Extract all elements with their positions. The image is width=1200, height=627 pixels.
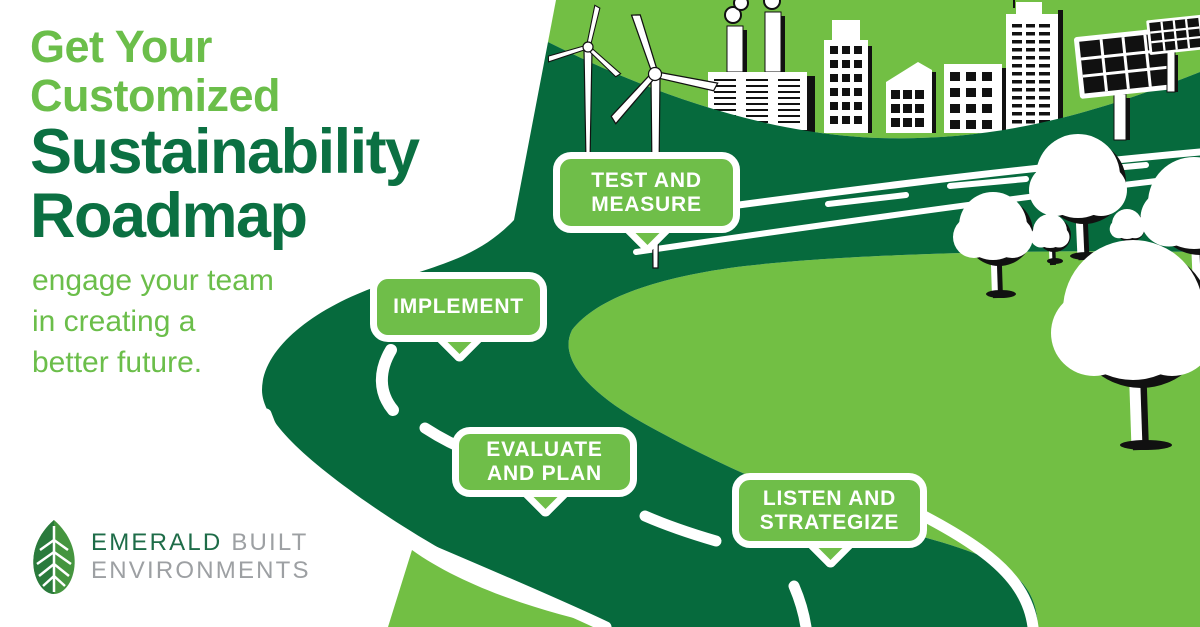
roadmap-step-evaluate-and-plan: EVALUATE AND PLAN: [452, 427, 637, 519]
step-label-line: STRATEGIZE: [759, 510, 900, 534]
leaf-icon: [33, 520, 75, 594]
grass-wedge: [388, 550, 612, 627]
subtitle: engage your team in creating a better fu…: [32, 260, 274, 383]
subtitle-line: better future.: [32, 346, 203, 379]
factory-icon: [708, 0, 815, 134]
tree-icon: [953, 192, 1033, 299]
company-logo: EMERALD BUILT ENVIRONMENTS: [28, 518, 311, 596]
city-skyline-icon: [824, 0, 1063, 133]
subtitle-line: engage your team: [32, 264, 274, 297]
sign-label: TEST AND MEASURE: [553, 152, 740, 233]
trees: [953, 134, 1200, 451]
step-label-line: TEST AND: [591, 168, 702, 192]
headline-line-2: Customized: [30, 70, 281, 121]
headline-line-4: Roadmap: [30, 181, 308, 251]
headline-line-1: Get Your: [30, 21, 212, 72]
roadmap-step-implement: IMPLEMENT: [370, 272, 547, 364]
grass-hill: [568, 251, 1200, 627]
step-label-line: EVALUATE: [486, 438, 603, 461]
logo-word-environments: ENVIRONMENTS: [91, 557, 311, 584]
sign-label: IMPLEMENT: [370, 272, 547, 342]
headline-line-3: Sustainability: [30, 117, 420, 187]
headline: Get Your Customized Sustainability Roadm…: [30, 21, 420, 251]
step-label-line: MEASURE: [591, 192, 702, 216]
sign-label: EVALUATE AND PLAN: [452, 427, 637, 497]
logo-word-emerald: EMERALD: [91, 529, 223, 556]
tree-icon: [1140, 157, 1200, 291]
step-label-line: LISTEN AND: [762, 486, 897, 510]
roadmap-step-listen-and-strategize: LISTEN AND STRATEGIZE: [732, 473, 927, 570]
logo-word-built: BUILT: [231, 529, 309, 556]
tree-icon: [1030, 214, 1071, 266]
tree-icon: [1051, 240, 1200, 451]
solar-panel-icon: [1146, 14, 1200, 93]
step-label-line: IMPLEMENT: [393, 295, 524, 318]
step-label-line: AND PLAN: [487, 462, 602, 485]
subtitle-line: in creating a: [32, 305, 196, 338]
sign-label: LISTEN AND STRATEGIZE: [732, 473, 927, 548]
company-name: EMERALD BUILT ENVIRONMENTS: [91, 529, 311, 585]
tree-icon: [1029, 134, 1127, 261]
roadmap-step-test-and-measure: TEST AND MEASURE: [553, 152, 740, 255]
